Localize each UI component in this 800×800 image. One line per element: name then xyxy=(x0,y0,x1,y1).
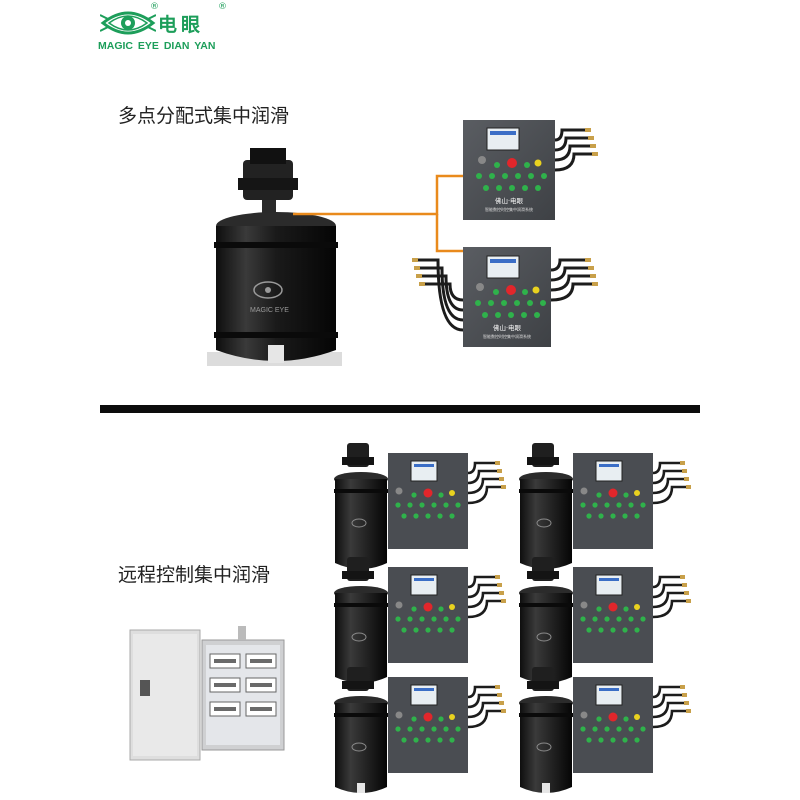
brand-name-en: MAGIC EYE DIAN YAN xyxy=(98,40,216,52)
brand-logo: ® 电眼 ® MAGIC EYE DIAN YAN xyxy=(98,2,228,52)
remote-unit-6 xyxy=(517,665,693,795)
control-panel-1: 佛山·电眼 智能数控时控集中润滑系统 xyxy=(463,120,598,220)
section2-heading: 远程控制集中润滑 xyxy=(118,564,271,586)
registered-mark: ® xyxy=(150,2,159,12)
eye-logo-icon xyxy=(100,11,156,35)
section1-heading: 多点分配式集中润滑 xyxy=(118,105,290,127)
remote-unit-3 xyxy=(332,555,508,685)
remote-unit-4 xyxy=(517,555,693,685)
remote-unit-1 xyxy=(332,441,508,571)
oil-pipes xyxy=(293,174,467,253)
control-panel-2: 佛山·电眼 智能数控时控集中润滑系统 xyxy=(412,247,598,347)
panel-1-subtitle: 智能数控时控集中润滑系统 xyxy=(485,206,533,212)
lubrication-pump: MAGIC EYE xyxy=(207,148,342,366)
panel-2-subtitle: 智能数控时控集中润滑系统 xyxy=(483,333,531,339)
brand-name-cn: 电眼 xyxy=(158,14,205,36)
pump-label: MAGIC EYE xyxy=(250,307,289,314)
panel-2-brand: 佛山·电眼 xyxy=(493,323,522,332)
remote-unit-2 xyxy=(517,441,693,571)
electrical-cabinet xyxy=(129,626,285,761)
section1-diagram: MAGIC EYE 佛山·电眼 智能数控时控集中润滑系统 xyxy=(207,120,598,366)
registered-mark-2: ® xyxy=(218,2,227,12)
panel-1-brand: 佛山·电眼 xyxy=(495,196,524,205)
section-divider xyxy=(100,405,700,413)
remote-unit-5 xyxy=(332,665,508,795)
